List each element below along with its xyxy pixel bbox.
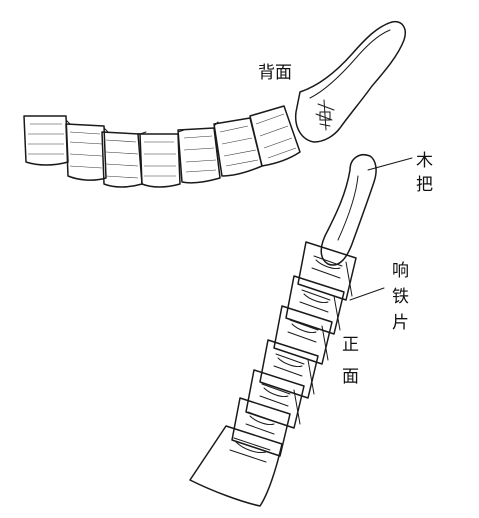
svg-text:把: 把 xyxy=(416,175,433,195)
handle-leader-line xyxy=(367,157,413,171)
back-face-label: 背面 xyxy=(258,63,292,83)
wood-handle-label: 木 把 xyxy=(416,151,433,195)
svg-text:木: 木 xyxy=(416,151,433,171)
handle-binding-knot xyxy=(315,99,335,131)
back-view-handle xyxy=(294,20,406,143)
svg-text:响: 响 xyxy=(392,261,409,281)
front-face-label: 正 面 xyxy=(342,335,359,387)
svg-text:面: 面 xyxy=(342,367,359,387)
front-view-instrument: 木 把 响 铁 片 正 面 xyxy=(189,151,433,507)
plates-leader-line xyxy=(349,287,385,301)
svg-text:铁: 铁 xyxy=(392,287,409,307)
back-view-plates xyxy=(23,105,301,188)
iron-plates-label: 响 铁 片 xyxy=(392,261,409,333)
svg-text:片: 片 xyxy=(392,313,409,333)
front-view-handle xyxy=(320,154,377,266)
back-view-instrument: 背面 xyxy=(23,20,406,188)
svg-text:正: 正 xyxy=(342,335,359,355)
front-view-plates xyxy=(189,241,357,507)
